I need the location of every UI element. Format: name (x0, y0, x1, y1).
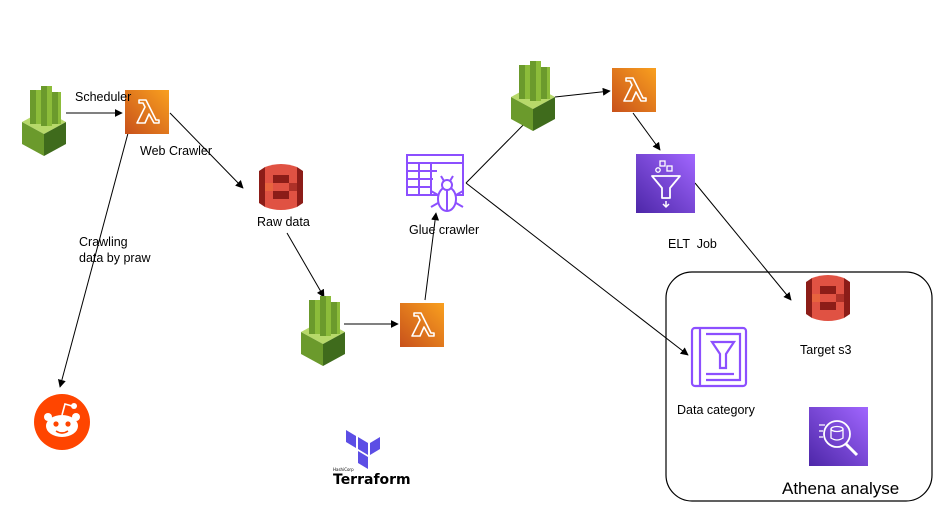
reddit-icon (34, 394, 90, 450)
athena-icon (809, 407, 868, 466)
arrow-raw-s3-to-cloudwatch (286, 232, 325, 298)
glue-data-catalog-icon (690, 326, 748, 388)
connector-arrows (57, 87, 792, 388)
arrow-lambda-to-glue-crawler (424, 212, 440, 301)
lambda-icon (124, 89, 170, 135)
terraform-vendor-text: HashiCorp (333, 467, 354, 472)
lambda-icon (399, 302, 445, 348)
cloudwatch-icon (22, 86, 66, 156)
web-crawler-label: Web Crawler (140, 144, 213, 158)
arrow-cloudwatch-to-lambda-2 (554, 87, 611, 98)
athena-analyse-label: Athena analyse (782, 479, 900, 498)
data-category-label: Data category (677, 403, 755, 417)
elt-job-label: ELT Job (668, 237, 717, 251)
scheduler-label: Scheduler (75, 90, 132, 104)
cloudwatch-icon (511, 61, 555, 131)
glue-crawler-icon (406, 154, 464, 212)
crawling-label-line2: data by praw (79, 251, 151, 265)
cloudwatch-icon (301, 296, 345, 366)
crawling-label-line1: Crawling (79, 235, 128, 249)
arrow-lambda-to-elt-job (632, 112, 661, 151)
arrow-lambda-to-raw-s3 (169, 112, 244, 189)
s3-bucket-icon (259, 164, 303, 210)
raw-data-label: Raw data (257, 215, 310, 229)
arrow-lambda-to-reddit (57, 121, 132, 388)
analytics-group-box (665, 271, 933, 502)
glue-crawler-label: Glue crawler (409, 223, 480, 237)
arrow-glue-crawler-to-data-category (465, 182, 689, 356)
target-s3-label: Target s3 (800, 343, 852, 357)
lambda-icon (611, 67, 657, 113)
glue-etl-job-icon (636, 154, 695, 213)
arrow-elt-job-to-target-s3 (694, 182, 792, 301)
s3-bucket-icon (806, 275, 850, 321)
terraform-logo (346, 430, 380, 469)
terraform-brand-text: Terraform (333, 472, 411, 488)
